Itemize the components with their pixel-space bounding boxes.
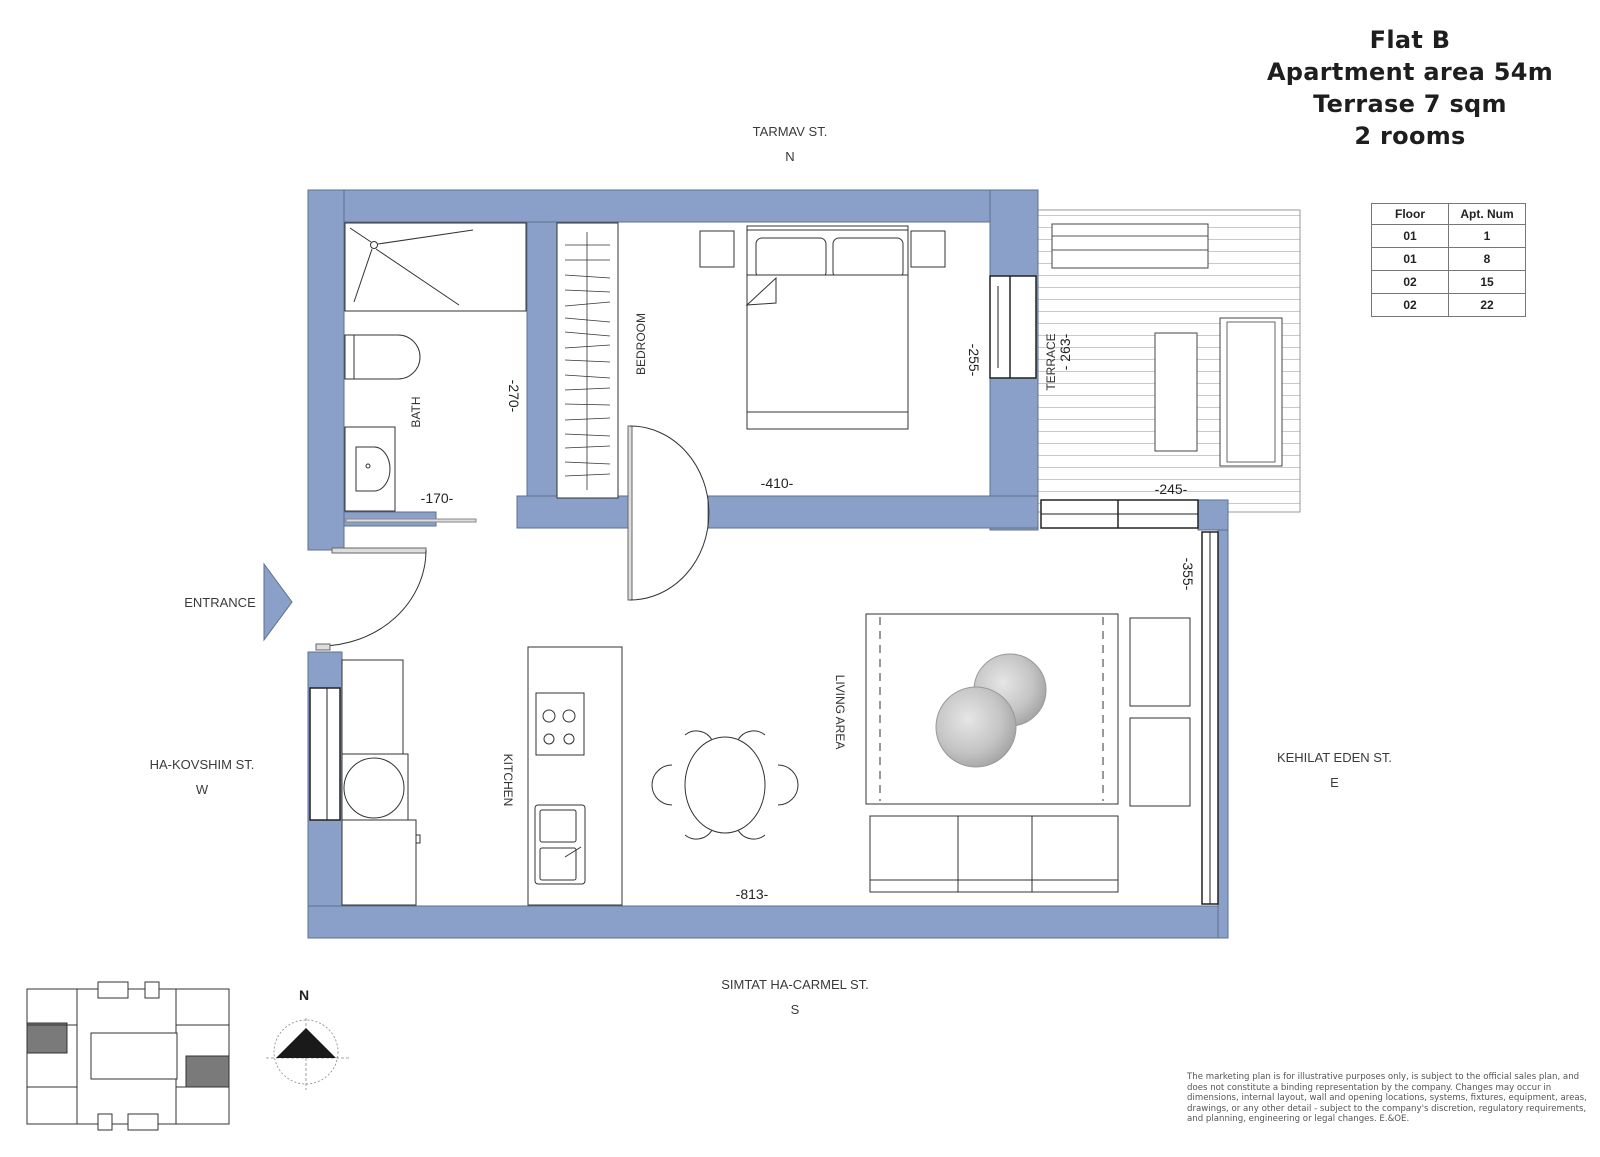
terrace-area: Terrase 7 sqm xyxy=(1313,90,1507,118)
bedroom-furniture xyxy=(556,222,946,499)
living-furniture xyxy=(651,613,1191,893)
room-label-bath: BATH xyxy=(409,396,423,427)
direction-north: N xyxy=(785,149,795,164)
room-label-bedroom: BEDROOM xyxy=(634,313,648,375)
dim-bedroom-width: -410- xyxy=(761,475,794,491)
street-north: TARMAV ST. N xyxy=(700,124,880,164)
floor-cell: 02 xyxy=(1371,270,1449,294)
apt-num-cell: 22 xyxy=(1448,293,1526,317)
entrance-label: ENTRANCE xyxy=(184,595,256,610)
room-label-living: LIVING AREA xyxy=(833,675,847,750)
apartment-area: Apartment area 54m xyxy=(1266,58,1554,86)
room-label-terrace: TERRACE xyxy=(1044,333,1058,390)
direction-east: E xyxy=(1330,775,1339,790)
disclaimer: The marketing plan is for illustrative p… xyxy=(1187,1072,1587,1125)
windows xyxy=(309,275,1219,905)
dim-bath-width: -170- xyxy=(421,490,454,506)
floor-cell: 02 xyxy=(1371,293,1449,317)
bath-fixtures xyxy=(344,222,527,512)
flat-name: Flat B xyxy=(1369,26,1451,54)
apt-num-cell: 1 xyxy=(1448,224,1526,248)
dim-terrace-width: -245- xyxy=(1155,481,1188,497)
table-row: 01 1 xyxy=(1371,224,1526,248)
entrance-arrow-icon xyxy=(263,562,293,642)
dim-living-width: -813- xyxy=(736,886,769,902)
dim-bedroom-length: -255- xyxy=(966,344,982,377)
title-block: Flat B Apartment area 54m Terrase 7 sqm … xyxy=(1260,24,1560,152)
terrace-deck xyxy=(1037,209,1301,513)
dimension-labels: -170- -270- -410- -255- - 263- -245- -35… xyxy=(421,333,1196,902)
direction-south: S xyxy=(790,1002,800,1017)
room-labels: BATH BEDROOM TERRACE KITCHEN LIVING AREA xyxy=(409,313,1058,806)
room-label-kitchen: KITCHEN xyxy=(501,754,515,807)
street-name-east: KEHILAT EDEN ST. xyxy=(1276,750,1393,765)
dim-terrace-length: - 263- xyxy=(1057,333,1073,370)
direction-west: W xyxy=(195,782,209,797)
room-count: 2 rooms xyxy=(1354,122,1466,150)
compass-icon: N xyxy=(266,987,350,1090)
table-row: 02 22 xyxy=(1371,293,1526,317)
compass-north-label: N xyxy=(299,987,309,1003)
dim-bath-length: -270- xyxy=(506,380,522,413)
building-key-plan xyxy=(26,981,230,1131)
kitchen-fixtures xyxy=(341,646,623,906)
street-west: HA-KOVSHIM ST. W xyxy=(122,757,282,797)
floor-cell: 01 xyxy=(1371,247,1449,271)
apartment-number-table: Floor Apt. Num 01 1 01 8 02 15 02 22 xyxy=(1371,203,1526,317)
street-name-south: SIMTAT HA-CARMEL ST. xyxy=(721,977,869,992)
dim-living-length: -355- xyxy=(1180,558,1196,591)
street-name-west: HA-KOVSHIM ST. xyxy=(149,757,255,772)
street-name-north: TARMAV ST. xyxy=(752,124,828,139)
doors xyxy=(315,425,710,651)
street-east: KEHILAT EDEN ST. E xyxy=(1262,750,1407,790)
street-south: SIMTAT HA-CARMEL ST. S xyxy=(680,977,910,1017)
